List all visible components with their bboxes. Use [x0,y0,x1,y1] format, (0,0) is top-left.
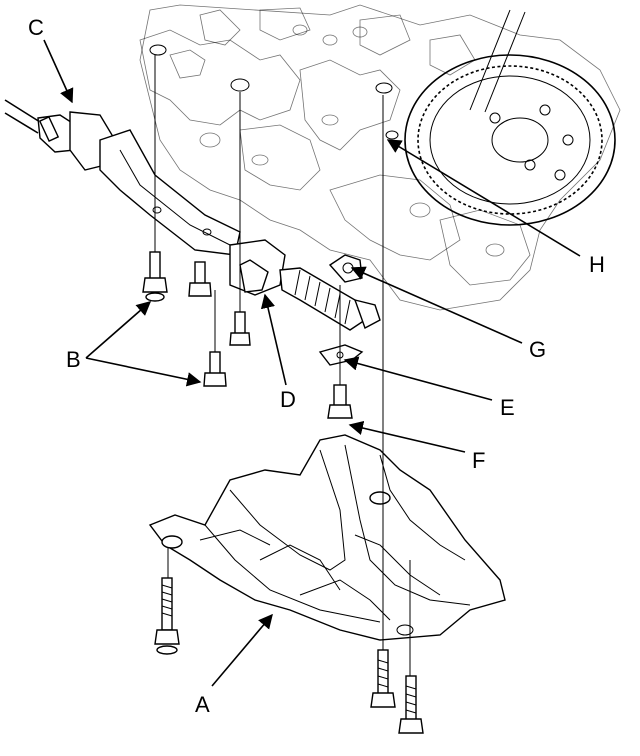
engine-block-drawing [139,4,621,311]
callout-h: H [589,252,605,277]
alignment-lines [154,55,411,676]
lock-washer-drawing [318,344,364,366]
callout-g: G [529,337,546,362]
shift-cable-drawing [4,99,241,256]
bolts-b-drawing [142,251,251,387]
callout-leaders [43,39,581,687]
callout-e: E [500,395,515,420]
cable-end-drawing [229,239,381,331]
callout-a: A [195,692,210,717]
callout-b: B [66,347,81,372]
callout-c: C [28,15,44,40]
bolt-f-drawing [327,384,353,419]
splash-shield-bolts-drawing [154,577,424,734]
splash-shield-drawing [148,434,506,641]
callout-d: D [280,387,296,412]
callout-f: F [472,448,485,473]
flywheel-drawing [404,54,616,226]
